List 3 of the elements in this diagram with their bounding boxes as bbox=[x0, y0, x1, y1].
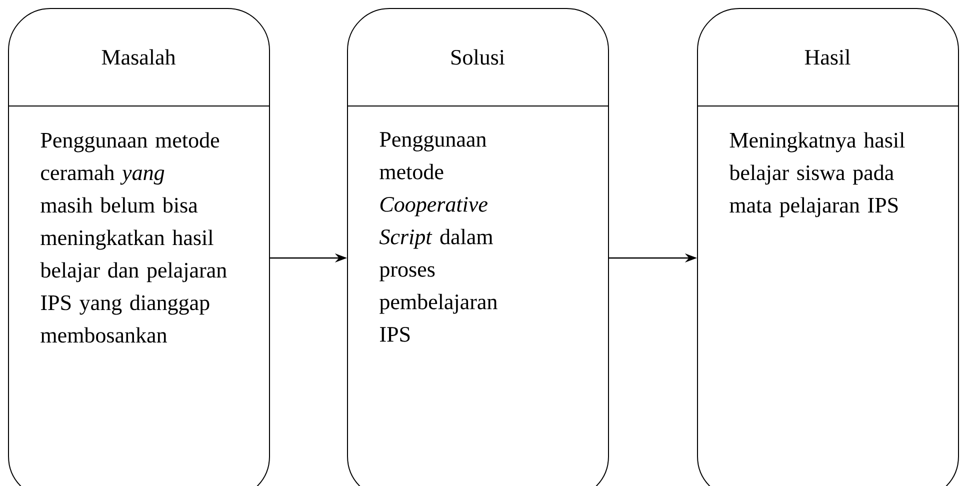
process-box: Masalah Penggunaan metode ceramah yang masih belum bisa meningkatkan hasil belajar dan pelajaran IPS yang dianggap membosankan bbox=[8, 8, 270, 486]
process-box: Solusi Penggunaan metode Cooperative Script dalam proses pembelajaran IPS bbox=[346, 8, 609, 486]
process-box: Hasil Meningkatnya hasil belajar siswa pada mata pelajaran IPS bbox=[696, 8, 959, 486]
